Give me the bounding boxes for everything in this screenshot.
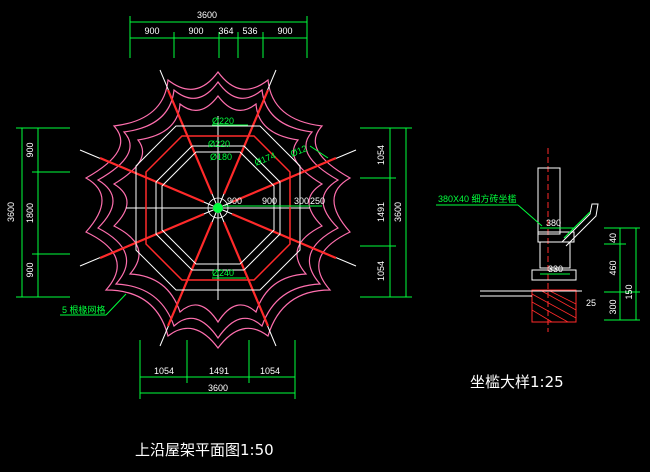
sill-base [531, 269, 577, 281]
left-dimension-chain [16, 127, 70, 298]
phi220-mid-label: Ø220 [208, 139, 230, 149]
plan-title: 上沿屋架平面图1:50 [135, 441, 274, 459]
backrest-rail [563, 211, 591, 239]
detail-right-dim-chain [604, 227, 640, 321]
detail-dim-380: 380 [546, 218, 561, 228]
detail-title: 坐槛大样1:25 [470, 373, 564, 391]
top-dim-4: 536 [242, 26, 257, 36]
top-dimension-chain [129, 16, 308, 58]
detail-dim-330: 330 [548, 264, 563, 274]
right-dim-2: 1491 [376, 202, 386, 222]
leader-line [105, 293, 127, 316]
sill-detail: 380X40 细方砖坐槛 380 330 25 40 460 150 300 坐… [436, 148, 640, 391]
phi12-label: Ø12 [289, 143, 309, 159]
bottom-dim-1: 1054 [154, 366, 174, 376]
phi180-label: Ø180 [210, 152, 232, 162]
callout-label: 380X40 细方砖坐槛 [438, 193, 517, 204]
bottom-dim-2: 1491 [209, 366, 229, 376]
left-dim-3: 900 [25, 262, 35, 277]
left-dim-1: 900 [25, 142, 35, 157]
center-post [213, 203, 223, 213]
leader-line [309, 145, 329, 159]
roof-outline [84, 70, 352, 349]
rafter-note-label: 5 根椽网格 [62, 304, 106, 315]
top-dim-1: 900 [144, 26, 159, 36]
backrest [561, 203, 599, 247]
dim-900b: 900 [262, 196, 277, 206]
bottom-total-dim: 3600 [208, 383, 228, 393]
inner-octagon-red [145, 135, 291, 281]
bottom-dim-3: 1054 [260, 366, 280, 376]
right-dimension-chain [360, 127, 412, 298]
right-dim-1: 1054 [376, 145, 386, 165]
dim-900a: 900 [227, 196, 242, 206]
top-dim-5: 900 [277, 26, 292, 36]
foundation [531, 289, 577, 323]
roof-plan: 3600 900 900 364 536 900 3600 900 1800 9… [6, 10, 412, 459]
column [537, 167, 561, 235]
detail-dim-25: 25 [586, 298, 596, 308]
phi240-label: Ø240 [212, 268, 234, 278]
center-ring [207, 197, 229, 219]
bottom-dimension-chain [139, 340, 296, 399]
top-total-dim: 3600 [197, 10, 217, 20]
left-dim-2: 1800 [25, 203, 35, 223]
top-dim-2: 900 [188, 26, 203, 36]
left-total-dim: 3600 [6, 202, 16, 222]
detail-dim-460: 460 [608, 260, 618, 275]
callout-leader [517, 204, 543, 227]
foundation-hatch [531, 289, 577, 323]
dim-300: 300 [294, 196, 309, 206]
right-total-dim: 3600 [393, 202, 403, 222]
detail-dim-300: 300 [608, 299, 618, 314]
detail-dim-40: 40 [608, 233, 618, 243]
detail-dim-150: 150 [624, 284, 634, 299]
phi220-top-label: Ø220 [212, 116, 234, 126]
dim-250: 250 [310, 196, 325, 206]
phi174-label: Ø174 [253, 150, 277, 168]
right-dim-3: 1054 [376, 261, 386, 281]
top-dim-3: 364 [218, 26, 233, 36]
red-beam-members [99, 89, 337, 327]
inner-octagon [135, 125, 301, 291]
sill-wall [539, 241, 571, 269]
